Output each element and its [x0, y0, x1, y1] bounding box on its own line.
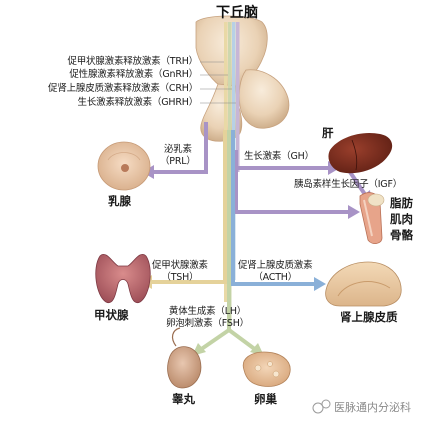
hormone-crh: 促肾上腺皮质激素释放激素（CRH）: [48, 83, 198, 94]
ghrh-band: [236, 22, 240, 172]
liver-illustration: [328, 132, 393, 174]
tsh-arrow: [150, 130, 227, 284]
acth-arrow: [231, 130, 316, 286]
label-bone: 骨骼: [390, 228, 413, 242]
label-lh-fsh: 黄体生成素（LH） 卵泡刺激素（FSH）: [166, 306, 249, 330]
watermark-icon: [312, 399, 331, 414]
label-ovary: 卵巢: [254, 392, 277, 406]
label-adrenal: 肾上腺皮质: [340, 310, 398, 324]
testis-illustration: [167, 327, 202, 389]
label-liver: 肝: [322, 126, 334, 140]
posterior-pituitary: [238, 69, 290, 129]
adrenal-illustration: [325, 261, 402, 307]
ovary-illustration: [242, 351, 291, 387]
hormone-gnrh: 促性腺激素释放激素（GnRH）: [69, 69, 198, 80]
igf-arrow: [348, 170, 368, 198]
label-prl: 泌乳素 （PRL）: [160, 144, 196, 167]
tissue-illustration: [359, 192, 385, 244]
label-fat: 脂肪: [390, 196, 413, 210]
label-testis: 睾丸: [172, 392, 195, 406]
label-tsh: 促甲状腺激素 （TSH）: [152, 260, 208, 283]
label-muscle: 肌肉: [390, 212, 413, 226]
gh-tissue-arrow: [234, 168, 350, 214]
label-thyroid: 甲状腺: [94, 308, 129, 322]
title-hypothalamus: 下丘脑: [216, 5, 258, 21]
label-igf: 胰岛素样生长因子（IGF）: [294, 179, 403, 190]
prl-arrow: [152, 122, 208, 174]
label-breast: 乳腺: [108, 194, 131, 208]
hormone-trh: 促甲状腺激素释放激素（TRH）: [67, 56, 198, 67]
lhfsh-right: [227, 328, 258, 352]
hormone-ghrh: 生长激素释放激素（GHRH）: [77, 97, 199, 108]
lhfsh-left: [198, 328, 231, 352]
label-acth: 促肾上腺皮质激素 （ACTH）: [238, 260, 313, 283]
label-gh: 生长激素（GH）: [244, 151, 314, 162]
watermark-text: 医脉通内分泌科: [334, 401, 411, 414]
thyroid-illustration: [95, 254, 151, 304]
breast-illustration: [97, 141, 151, 191]
